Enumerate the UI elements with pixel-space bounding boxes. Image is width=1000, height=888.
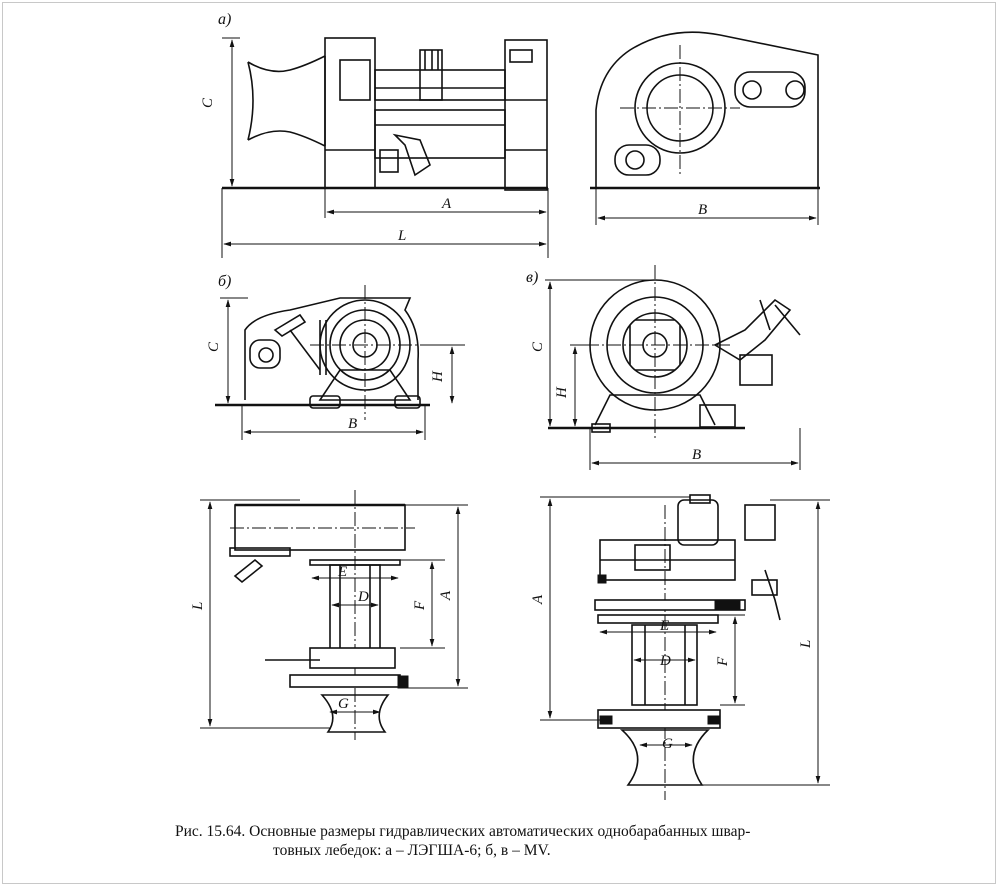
dim-label-H-v: H (554, 386, 570, 399)
panel-label-a: а) (218, 11, 231, 28)
dim-label-E-b: E (337, 564, 347, 580)
dim-label-A-v: A (530, 594, 546, 605)
dim-label-E-v: E (659, 618, 669, 634)
dim-label-C-b: C (206, 341, 222, 352)
dim-label-C-a: C (200, 97, 216, 108)
winch-v-top-view: E D G F A L (530, 494, 830, 800)
winch-b-top-view: E D G F A L (190, 490, 468, 740)
dim-label-B-b: B (348, 416, 357, 432)
winch-a-side-view: а) C A (200, 11, 549, 258)
dim-label-D-v: D (659, 653, 671, 669)
dim-label-B-a: B (698, 202, 707, 218)
dim-label-F-v: F (715, 656, 731, 667)
winch-a-end-view: B (590, 31, 820, 225)
caption-line-1: Рис. 15.64. Основные размеры гидравличес… (175, 823, 751, 840)
winch-v-end-view: в) C H B (526, 265, 801, 470)
dim-label-B-v: B (692, 447, 701, 463)
winch-b-end-view: б) C H B (206, 273, 465, 440)
dim-label-A-b: A (438, 590, 454, 601)
panel-label-b: б) (218, 273, 231, 290)
figure-caption: Рис. 15.64. Основные размеры гидравличес… (175, 822, 875, 860)
dim-label-L-b: L (190, 602, 206, 611)
dim-label-H-b: H (430, 370, 446, 383)
dim-label-L-a: L (397, 228, 406, 244)
dim-label-F-b: F (412, 600, 428, 611)
panel-label-v: в) (526, 269, 538, 286)
dim-label-G-v: G (662, 736, 673, 752)
dim-label-D-b: D (357, 589, 369, 605)
dim-label-C-v: C (530, 341, 546, 352)
dim-label-L-v: L (798, 640, 814, 649)
caption-line-2: товных лебедок: а – ЛЭГША-6; б, в – MV. (273, 842, 551, 859)
dim-label-G-b: G (338, 696, 349, 712)
dim-label-A-a: A (441, 196, 452, 212)
